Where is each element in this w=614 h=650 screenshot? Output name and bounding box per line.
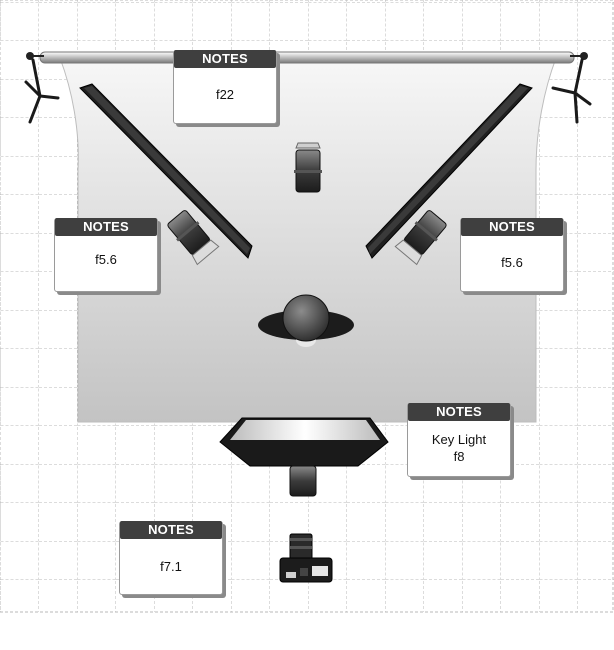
note-header: NOTES bbox=[408, 403, 510, 421]
note-value: f5.6 bbox=[55, 251, 157, 268]
note-camera: NOTES f7.1 bbox=[119, 521, 223, 595]
right-strobe-icon bbox=[394, 210, 447, 266]
note-line: f22 bbox=[215, 87, 235, 102]
note-line: Key Light bbox=[431, 432, 487, 447]
stand-icon bbox=[551, 58, 592, 124]
note-header: NOTES bbox=[120, 521, 222, 539]
note-line: f8 bbox=[453, 449, 465, 464]
note-key-light: NOTES Key Light f8 bbox=[407, 403, 511, 477]
left-strobe-icon bbox=[167, 210, 220, 266]
stand-icon bbox=[24, 58, 60, 124]
note-backdrop: NOTES f22 bbox=[173, 50, 277, 124]
note-value: Key Light f8 bbox=[408, 431, 510, 465]
softbox-icon bbox=[219, 417, 389, 497]
note-header: NOTES bbox=[461, 218, 563, 236]
note-right-light: NOTES f5.6 bbox=[460, 218, 564, 292]
note-line: f5.6 bbox=[501, 255, 523, 270]
camera-icon bbox=[279, 533, 333, 583]
backdrop-paper bbox=[59, 57, 557, 423]
background-strobe-icon bbox=[294, 142, 322, 193]
note-value: f7.1 bbox=[120, 558, 222, 575]
backdrop-roll bbox=[26, 51, 588, 64]
note-left-light: NOTES f5.6 bbox=[54, 218, 158, 292]
note-value: f5.6 bbox=[461, 254, 563, 271]
note-value: f22 bbox=[174, 86, 276, 103]
note-line: f7.1 bbox=[160, 559, 182, 574]
subject-icon bbox=[258, 294, 354, 347]
note-line: f5.6 bbox=[95, 252, 117, 267]
note-header: NOTES bbox=[174, 50, 276, 68]
note-header: NOTES bbox=[55, 218, 157, 236]
